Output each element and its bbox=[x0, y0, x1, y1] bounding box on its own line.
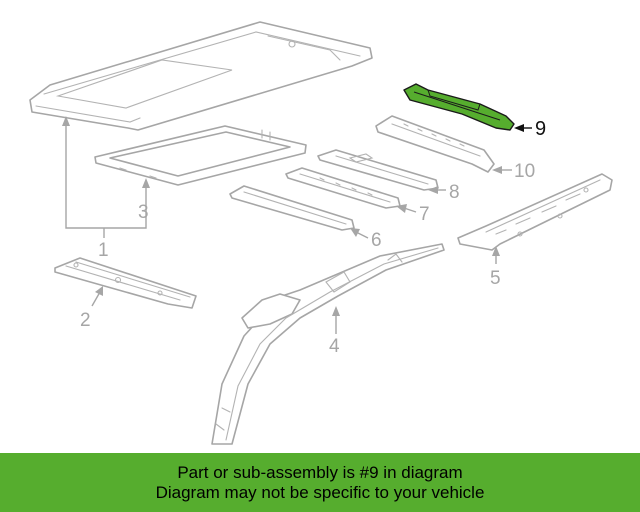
roof-parts-diagram: 3 1 2 4 5 6 7 8 10 9 bbox=[29, 21, 613, 445]
part-5-side-rail-reinforcement[interactable] bbox=[457, 173, 613, 251]
banner-line-part-number: Part or sub-assembly is #9 in diagram bbox=[177, 462, 463, 482]
callout-9: 9 bbox=[535, 118, 546, 140]
part-9-highlighted-rail[interactable] bbox=[403, 83, 515, 131]
part-3-sunroof-frame[interactable] bbox=[94, 125, 307, 186]
callout-10: 10 bbox=[514, 161, 535, 182]
info-banner: Part or sub-assembly is #9 in diagram Di… bbox=[0, 453, 640, 512]
callout-5: 5 bbox=[490, 268, 501, 289]
part-4-body-side-frame[interactable] bbox=[211, 243, 445, 445]
part-1-roof-panel[interactable] bbox=[29, 21, 373, 131]
callout-7: 7 bbox=[419, 204, 430, 225]
banner-line-disclaimer: Diagram may not be specific to your vehi… bbox=[155, 482, 485, 502]
callout-1: 1 bbox=[98, 240, 109, 261]
callout-6: 6 bbox=[371, 230, 382, 251]
part-10-rear-header[interactable] bbox=[375, 115, 495, 173]
callout-leaders bbox=[62, 116, 532, 334]
callout-4: 4 bbox=[329, 336, 340, 357]
callout-8: 8 bbox=[449, 182, 460, 203]
part-2-front-header[interactable] bbox=[54, 257, 197, 309]
part-6-roof-bow[interactable] bbox=[229, 185, 355, 231]
callout-3: 3 bbox=[138, 202, 149, 223]
callout-2: 2 bbox=[80, 310, 91, 331]
